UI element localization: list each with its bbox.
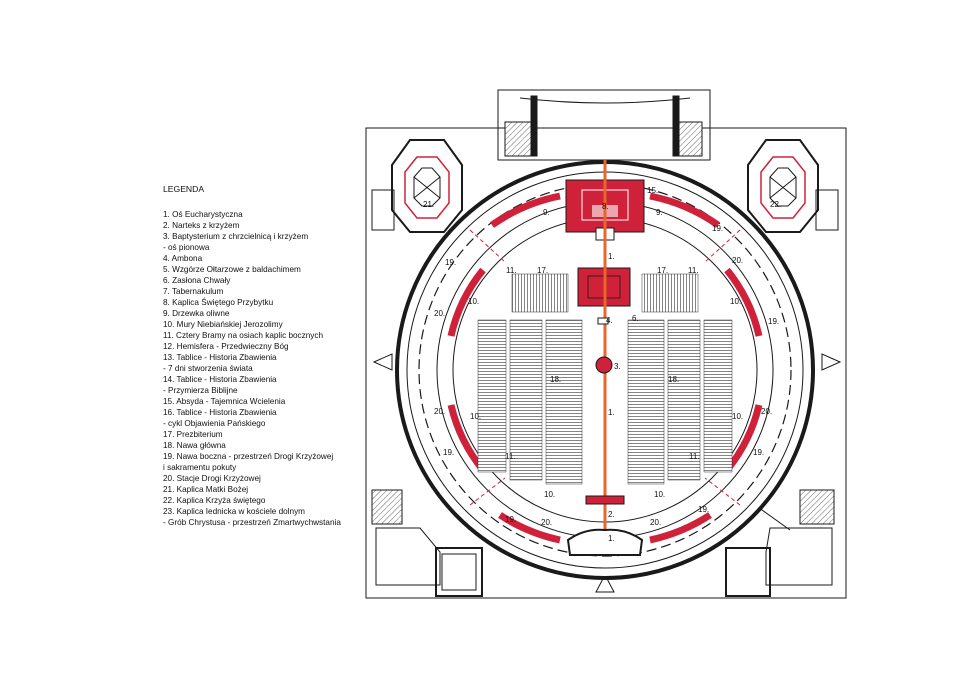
legend-item: 12. Hemisfera - Przedwieczny Bóg <box>163 342 289 351</box>
label-20-ul: 20. <box>434 309 445 318</box>
label-20-br: 20. <box>650 518 661 527</box>
legend-item: - Grób Chrystusa - przestrzeń Zmartwychw… <box>163 518 341 527</box>
legend-item: 23. Kaplica Iednicka w kościele dolnym <box>163 507 305 516</box>
legend-item: 4. Ambona <box>163 254 203 263</box>
label-1-bottom: 1. <box>608 534 615 543</box>
label-19-ur: 19. <box>712 224 723 233</box>
legend-item: 10. Mury Niebiańskiej Jerozolimy <box>163 320 283 329</box>
label-15: 15. <box>647 186 658 195</box>
label-4: 4. <box>606 316 613 325</box>
label-11-bl: 11. <box>505 452 516 461</box>
label-20-ur: 20. <box>732 256 743 265</box>
label-17-left: 17. <box>537 266 548 275</box>
label-10-ur: 10. <box>730 297 741 306</box>
ambo <box>597 317 609 325</box>
label-10-br: 10. <box>654 490 665 499</box>
legend-item: 1. Oś Eucharystyczna <box>163 210 243 219</box>
label-9-left: 9. <box>543 208 550 217</box>
label-10-bl: 10. <box>544 490 555 499</box>
legend-item: 13. Tablice - Historia Zbawienia <box>163 353 277 362</box>
label-6: 6. <box>632 314 639 323</box>
label-10-ul: 10. <box>468 297 479 306</box>
label-20-mr: 20. <box>761 407 772 416</box>
label-18-right: 18. <box>668 375 679 384</box>
legend-item: 16. Tablice - Historia Zbawienia <box>163 408 277 417</box>
legend-title: LEGENDA <box>163 184 205 194</box>
legend-item: 5. Wzgórze Ołtarzowe z baldachimem <box>163 265 301 274</box>
label-19-ul: 19. <box>445 258 456 267</box>
label-11-br: 11. <box>689 452 700 461</box>
plan-labels: 1. 1. 1. 2. 3. 4. 6. 8. 9. 9. 10. 10. 10… <box>423 186 781 543</box>
legend-item: 20. Stacje Drogi Krzyżowej <box>163 474 261 483</box>
label-18-left: 18. <box>550 375 561 384</box>
label-10-mr: 10. <box>732 412 743 421</box>
legend-item: 6. Zasłona Chwały <box>163 276 231 285</box>
legend-item: 14. Tablice - Historia Zbawienia <box>163 375 277 384</box>
pew-blocks <box>477 273 733 485</box>
legend-item: 11. Cztery Bramy na osiach kaplic boczny… <box>163 331 324 340</box>
bottom-left-block <box>371 489 483 597</box>
label-19-bl: 19. <box>505 515 516 524</box>
label-19-ml: 19. <box>443 448 454 457</box>
legend-item: 8. Kaplica Świętego Przybytku <box>163 298 274 307</box>
legend-item: 17. Prezbiterium <box>163 430 223 439</box>
legend-item: 22. Kaplica Krzyża świętego <box>163 496 266 505</box>
bottom-right-block <box>725 489 835 597</box>
chapel-right-22 <box>747 139 839 233</box>
label-19-br: 19. <box>698 505 709 514</box>
legend-item: - 7 dni stworzenia świata <box>163 364 253 373</box>
legend-item: - cykl Objawienia Pańskiego <box>163 419 266 428</box>
legend-item: 2. Narteks z krzyżem <box>163 221 240 230</box>
label-10-ml: 10. <box>470 412 481 421</box>
label-2: 2. <box>608 510 615 519</box>
baptistery <box>595 356 613 374</box>
legend: LEGENDA 1. Oś Eucharystyczna 2. Narteks z… <box>163 184 373 528</box>
west-arrow-marker <box>372 353 393 371</box>
label-19-mr: 19. <box>768 317 779 326</box>
legend-item: 19. Nawa boczna - przestrzeń Drogi Krzyż… <box>163 452 334 461</box>
label-1-mid: 1. <box>608 408 615 417</box>
label-11-ur: 11. <box>688 266 699 275</box>
legend-item: - oś pionowa <box>163 243 210 252</box>
label-9-right: 9. <box>656 208 663 217</box>
label-11-ul: 11. <box>506 266 517 275</box>
label-17-right: 17. <box>657 266 668 275</box>
top-entrance-block <box>497 89 711 161</box>
label-22: 22. <box>770 200 781 209</box>
east-arrow-marker <box>821 353 842 371</box>
outer-boundary <box>365 127 847 599</box>
legend-item: 18. Nawa główna <box>163 441 226 450</box>
label-3: 3. <box>614 362 621 371</box>
label-20-ml: 20. <box>434 407 445 416</box>
legend-list: 1. Oś Eucharystyczna 2. Narteks z krzyżem… <box>163 209 373 528</box>
chapel-left-21 <box>371 139 463 233</box>
gate-axes <box>469 229 741 506</box>
south-entrance <box>566 528 644 556</box>
legend-item: i sakramentu pokuty <box>163 463 237 472</box>
legend-item: 3. Baptysterium z chrzcielnicą i krzyżem <box>163 232 309 241</box>
narthex-cross <box>585 495 625 505</box>
label-20-bl: 20. <box>541 518 552 527</box>
legend-item: 21. Kaplica Matki Bożej <box>163 485 249 494</box>
legend-item: - Przymierza Biblijne <box>163 386 238 395</box>
label-8: 8. <box>602 202 609 211</box>
south-arrow-marker <box>595 573 615 593</box>
legend-item: 7. Tabernakulum <box>163 287 224 296</box>
legend-item: 15. Absyda - Tajemnica Wcielenia <box>163 397 286 406</box>
label-21: 21. <box>423 200 434 209</box>
label-1-top: 1. <box>608 252 615 261</box>
label-19-bbl: 19. <box>753 448 764 457</box>
legend-item: 9. Drzewka oliwne <box>163 309 230 318</box>
